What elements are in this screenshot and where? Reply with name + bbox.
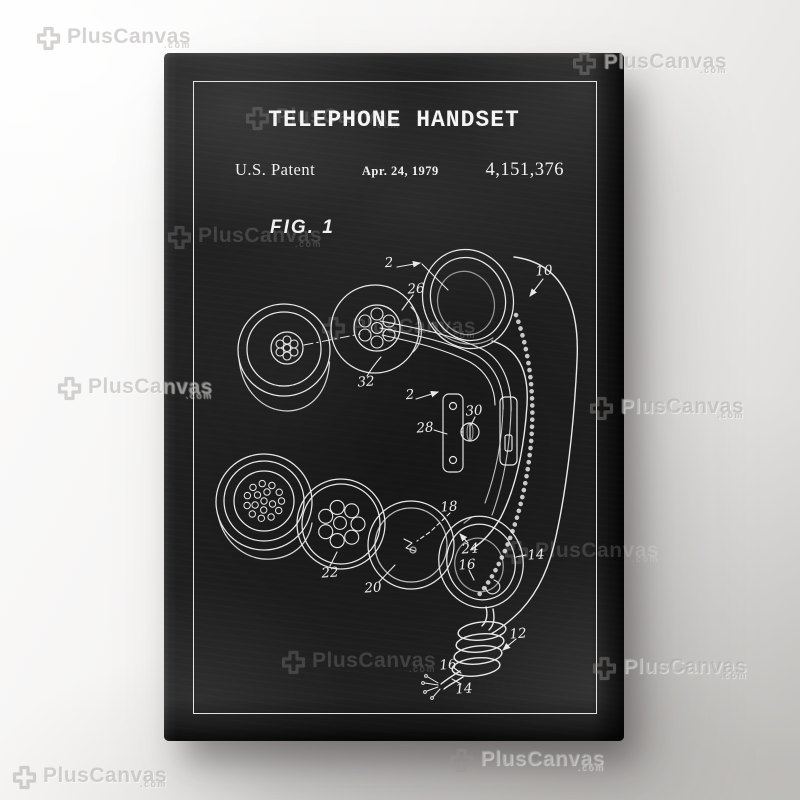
watermark-text: PlusCanvas .com bbox=[623, 656, 747, 681]
pluscanvas-watermark: PlusCanvas .com bbox=[448, 748, 604, 773]
watermark-text: PlusCanvas .com bbox=[620, 396, 744, 421]
frayed-wires bbox=[421, 674, 441, 700]
ear-cap bbox=[237, 303, 331, 412]
watermark-suffix: .com bbox=[717, 410, 745, 420]
pluscanvas-logo-icon bbox=[57, 376, 82, 401]
wires bbox=[379, 320, 512, 516]
transmitter-disc bbox=[296, 478, 386, 570]
receiver-disc bbox=[330, 284, 422, 374]
watermark-suffix: .com bbox=[632, 554, 660, 564]
ear-cup-ring bbox=[421, 248, 515, 350]
pluscanvas-watermark: PlusCanvas .com bbox=[11, 765, 167, 790]
pluscanvas-logo-icon bbox=[36, 26, 61, 51]
watermark-suffix: .com bbox=[140, 779, 168, 789]
watermark-suffix: .com bbox=[700, 65, 728, 75]
mouthpiece-cap bbox=[215, 453, 313, 560]
watermark-text: PlusCanvas .com bbox=[43, 765, 167, 790]
watermark-text: PlusCanvas .com bbox=[67, 26, 191, 51]
pluscanvas-logo-icon bbox=[12, 765, 37, 790]
cord-chain bbox=[474, 312, 535, 600]
watermark-text: PlusCanvas .com bbox=[480, 748, 604, 773]
patent-drawing bbox=[215, 248, 579, 700]
pluscanvas-watermark: PlusCanvas .com bbox=[35, 26, 191, 51]
transmitter-cup bbox=[438, 515, 524, 609]
coiled-cord bbox=[421, 606, 507, 700]
watermark-suffix: .com bbox=[577, 762, 605, 772]
pluscanvas-logo-icon bbox=[449, 748, 474, 773]
canvas-print: TELEPHONE HANDSET U.S. Patent Apr. 24, 1… bbox=[164, 53, 624, 741]
handle bbox=[471, 256, 579, 635]
watermark-suffix: .com bbox=[720, 670, 748, 680]
